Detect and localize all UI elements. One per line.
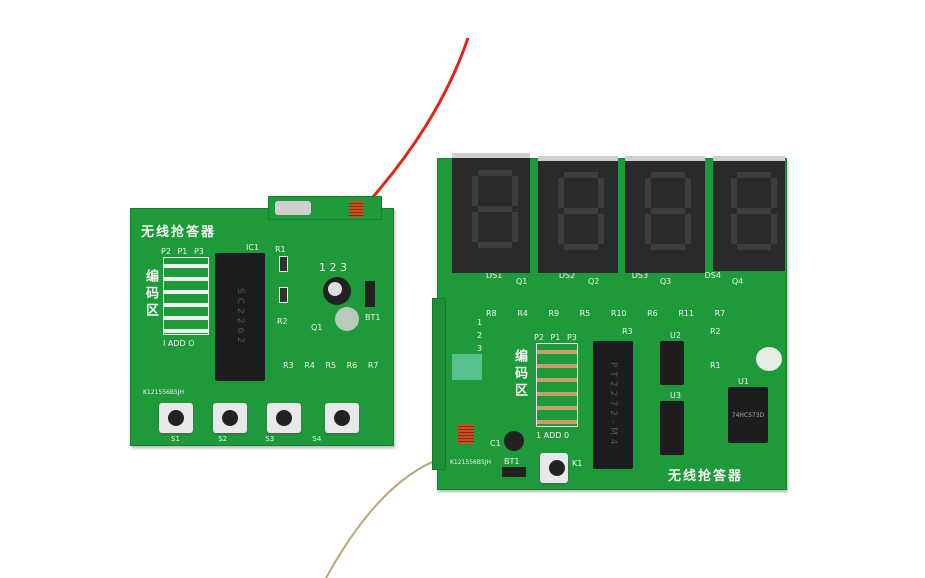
display-segment <box>685 178 691 208</box>
display-segment <box>564 244 598 250</box>
u3-label: U3 <box>670 391 681 400</box>
code-area-label: 编码区 <box>512 349 527 400</box>
display-segment <box>737 208 771 214</box>
display-segment <box>564 172 598 178</box>
display-segment <box>598 178 604 208</box>
code-area-label: 编码区 <box>143 269 158 320</box>
bt1-label: BT1 <box>504 457 520 466</box>
display-segment <box>558 214 564 244</box>
bt1-label: BT1 <box>365 313 381 322</box>
resistor-labels: R3 R4 R5 R6 R7 <box>283 361 379 370</box>
display-segment <box>731 178 737 208</box>
receiver-antenna-wire <box>325 457 443 578</box>
serial-number: K121556B5JH <box>450 459 492 466</box>
button-s4[interactable] <box>325 403 359 433</box>
display-segment <box>737 172 771 178</box>
display-segment <box>731 214 737 244</box>
pin-numbers: 1 2 3 <box>319 261 347 274</box>
battery-header <box>502 467 526 477</box>
display-segment <box>645 178 651 208</box>
r2-label: R2 <box>710 327 721 336</box>
display-segment <box>512 212 518 242</box>
k1-label: K1 <box>572 459 583 468</box>
u1-label: U1 <box>738 377 749 386</box>
led <box>335 307 359 331</box>
button-s2[interactable] <box>213 403 247 433</box>
display-segment <box>558 178 564 208</box>
add-label: 1 ADD 0 <box>536 431 570 440</box>
jumper-header-labels: P2 P1 P3 <box>534 333 577 342</box>
u2-chip <box>660 341 684 385</box>
display-segment <box>478 242 512 248</box>
u3-chip <box>660 401 684 455</box>
display-segment <box>472 212 478 242</box>
red-antenna-wire <box>370 37 470 199</box>
r1-label: R1 <box>275 245 286 254</box>
u1-chip: 74HC573D <box>728 387 768 443</box>
r3-label: R3 <box>622 327 633 336</box>
capacitor <box>323 277 351 305</box>
display-segment <box>564 208 598 214</box>
display-segment <box>645 214 651 244</box>
transmitter-board: 无线抢答器 P2 P1 P3 编码区 I ADD O IC1 SC2262 R1… <box>130 208 394 446</box>
board-title: 无线抢答器 <box>141 225 217 240</box>
transmitter-module <box>268 196 382 220</box>
module-coil <box>458 424 474 444</box>
u2-label: U2 <box>670 331 681 340</box>
receiver-module <box>432 298 446 470</box>
code-jumper-pads[interactable] <box>536 343 578 427</box>
display-segment <box>651 172 685 178</box>
display-segment <box>651 208 685 214</box>
resistor-labels-top: R8 R4 R9 R5 R10 R6 R11 R7 <box>486 309 726 318</box>
display-segment <box>685 214 691 244</box>
display-segment <box>737 244 771 250</box>
add-label: I ADD O <box>163 339 195 348</box>
sc2262-label: SC2262 <box>235 287 245 347</box>
button-s3[interactable] <box>267 403 301 433</box>
battery-header <box>365 281 375 307</box>
board-title: 无线抢答器 <box>668 469 744 484</box>
jumper-header-labels: P2 P1 P3 <box>161 247 204 256</box>
transistor-labels: Q1 Q2 Q3 Q4 <box>516 277 744 286</box>
u1-chip-label: 74HC573D <box>731 411 765 419</box>
led <box>756 347 782 371</box>
display-segment <box>472 176 478 206</box>
display-segment <box>512 176 518 206</box>
pt2272-decoder-chip: PT2272-M4 <box>593 341 633 469</box>
resistor-r1 <box>279 256 288 272</box>
coil <box>349 201 363 217</box>
code-jumper-pads[interactable] <box>163 257 209 335</box>
display-segment <box>771 178 777 208</box>
display-segment <box>771 214 777 244</box>
q1-label: Q1 <box>311 323 323 332</box>
serial-number: K121556B5JH <box>143 389 185 396</box>
display-labels: DS1 DS2 DS3 DS4 <box>486 271 721 280</box>
r1-label: R1 <box>710 361 721 370</box>
sc2262-encoder-chip: SC2262 <box>215 253 265 381</box>
capacitor <box>504 431 524 451</box>
button-k1[interactable] <box>540 453 568 483</box>
resistor-r2 <box>279 287 288 303</box>
display-segment <box>651 244 685 250</box>
display-segment <box>478 206 512 212</box>
c1-label: C1 <box>490 439 501 448</box>
decoder-label: PT2272-M4 <box>608 361 618 449</box>
capacitor-top <box>328 282 342 296</box>
button-s1[interactable] <box>159 403 193 433</box>
module-inductor <box>452 354 482 380</box>
display-segment <box>478 170 512 176</box>
ic-ref: IC1 <box>246 243 260 252</box>
button-labels: S1 S2 S3 S4 <box>171 435 322 443</box>
display-segment <box>598 214 604 244</box>
crystal <box>275 201 311 215</box>
r2-label: R2 <box>277 317 288 326</box>
